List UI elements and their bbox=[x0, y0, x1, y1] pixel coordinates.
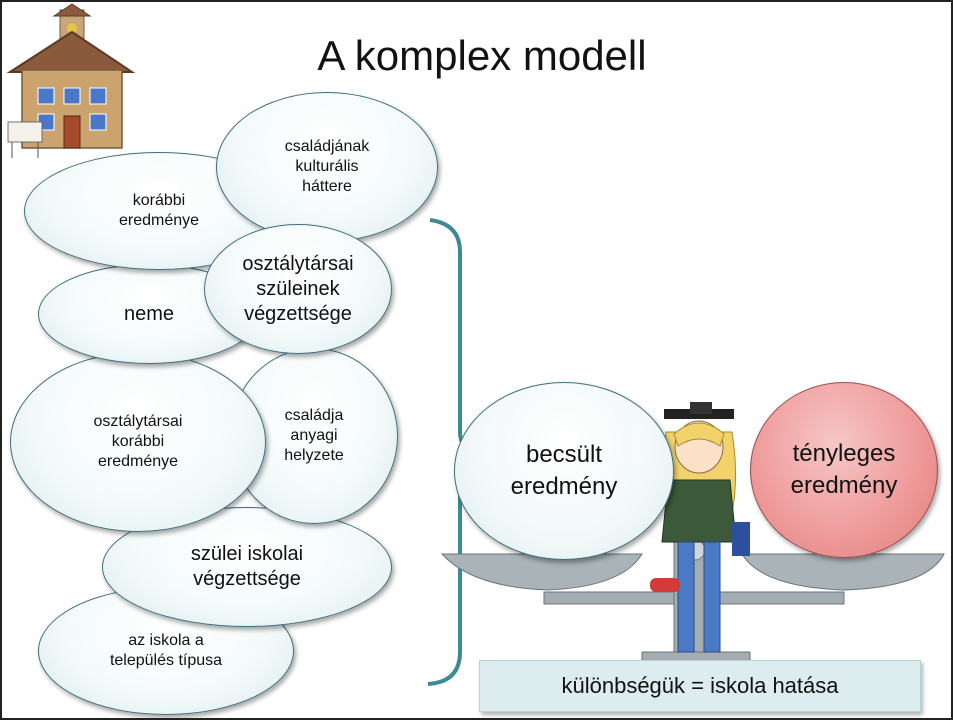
page-title: A komplex modell bbox=[317, 32, 647, 79]
tenyleges-eredmeny: tényleges eredmény bbox=[750, 382, 938, 558]
student-icon bbox=[650, 402, 750, 653]
result-label: különbségük = iskola hatása bbox=[561, 673, 839, 698]
school-house-icon bbox=[6, 3, 136, 158]
becsult-eredmeny: becsült eredmény bbox=[454, 382, 674, 560]
result-box: különbségük = iskola hatása bbox=[479, 660, 921, 712]
factor-osztalytarsai-szulei: osztálytársai szüleinek végzettsége bbox=[204, 224, 392, 354]
factor-kulturalis: családjának kulturális háttere bbox=[216, 92, 438, 242]
factor-osztalytarsai-eredmeny: osztálytársai korábbi eredménye bbox=[10, 352, 266, 532]
